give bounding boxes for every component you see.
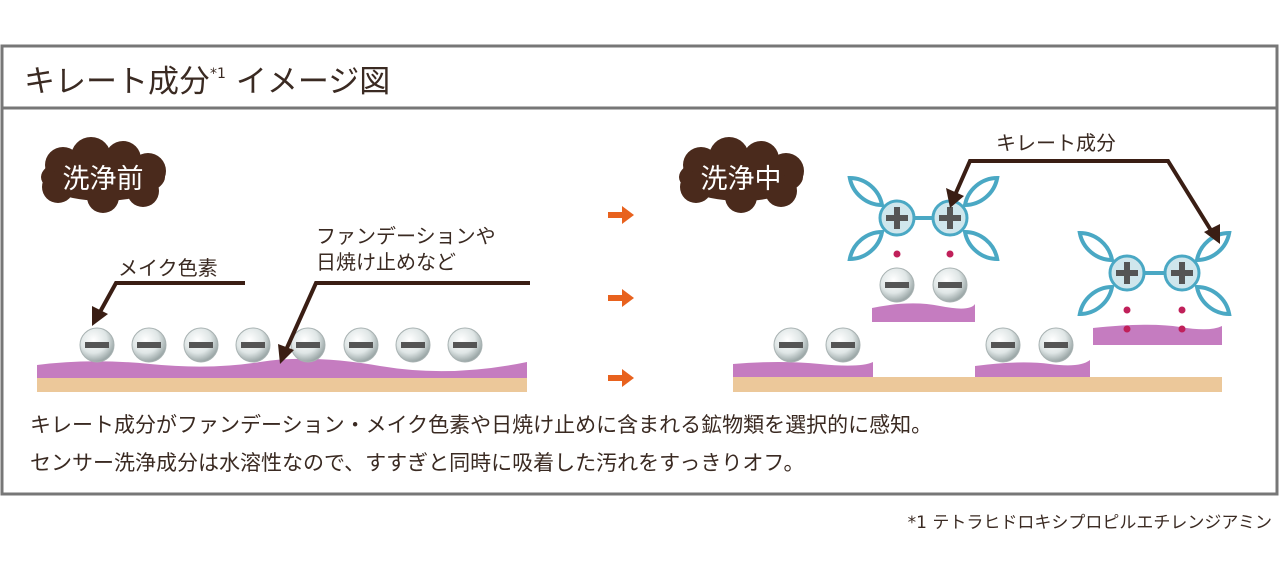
arrowhead-icon [1204,224,1220,244]
label-foundation-line2: 日焼け止めなど [316,250,456,274]
chelate-molecule-1 [843,170,1004,267]
skin-layer [37,378,527,392]
description-line-2: センサー洗浄成分は水溶性なので、すすぎと同時に吸着した汚れをすっきりオフ。 [30,451,804,475]
chelate-leader-line [953,159,1214,234]
skin-layer-during [733,377,1222,392]
chelate-molecule-2 [1073,225,1236,333]
transition-arrows [608,206,634,387]
frame [0,44,1279,496]
label-foundation-line1: ファンデーションや [316,224,496,248]
badge-before: 洗浄前 [41,137,166,213]
description-line-1: キレート成分がファンデーション・メイク色素や日焼け止めに含まれる鉱物類を選択的に… [30,413,932,437]
footnote: *1 テトラヒドロキシプロピルエチレンジアミン [908,513,1272,533]
arrowhead-icon [92,306,108,326]
arrowhead-icon [946,188,964,208]
badge-before-label: 洗浄前 [63,164,144,195]
makeup-layer [37,358,527,378]
leader-lines [98,281,530,351]
badge-during-label: 洗浄中 [701,164,782,195]
badge-during: 洗浄中 [679,137,804,213]
label-chelate: キレート成分 [996,131,1116,155]
arrowhead-icon [278,344,294,364]
label-pigment: メイク色素 [118,256,218,280]
